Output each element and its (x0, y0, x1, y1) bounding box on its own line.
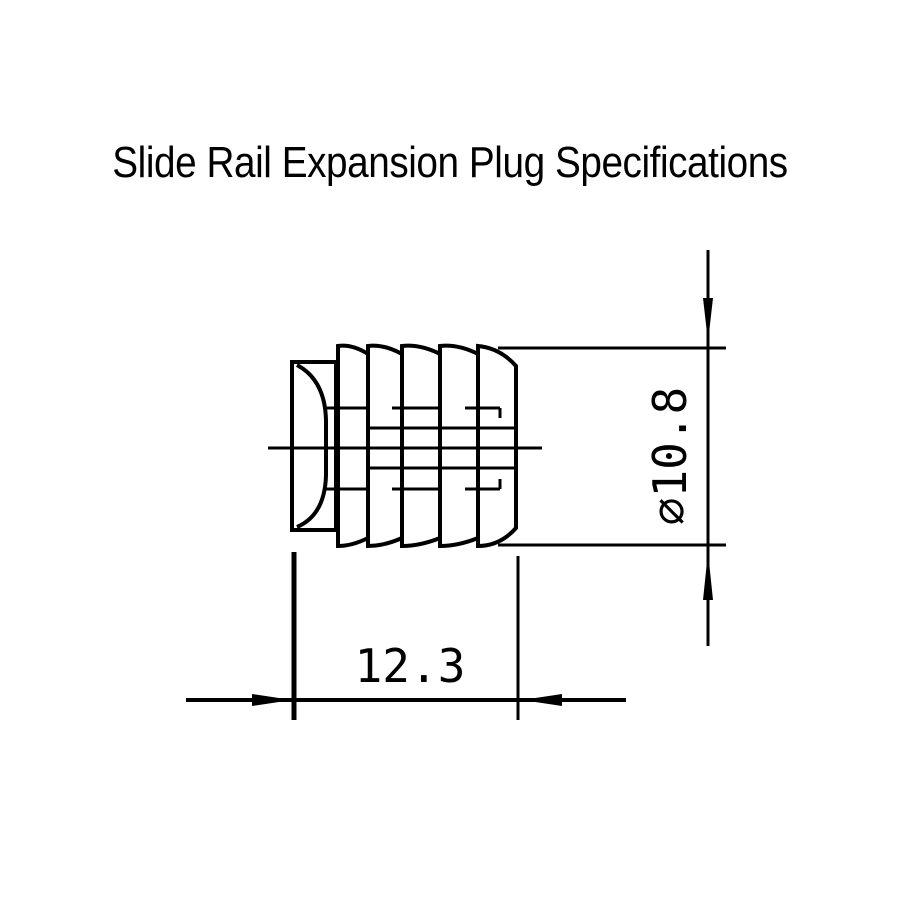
arrow-left-icon (522, 694, 562, 706)
arrow-down-icon (703, 298, 713, 342)
arrow-right-icon (252, 694, 292, 706)
length-label: 12.3 (355, 639, 466, 693)
arrow-up-icon (703, 552, 713, 600)
page-title: Slide Rail Expansion Plug Specifications (112, 138, 788, 187)
plug-ribs (336, 343, 518, 549)
dimension-arrows (252, 298, 713, 706)
diameter-label: ⌀10.8 (643, 387, 697, 525)
plug-end-cap (290, 360, 338, 532)
